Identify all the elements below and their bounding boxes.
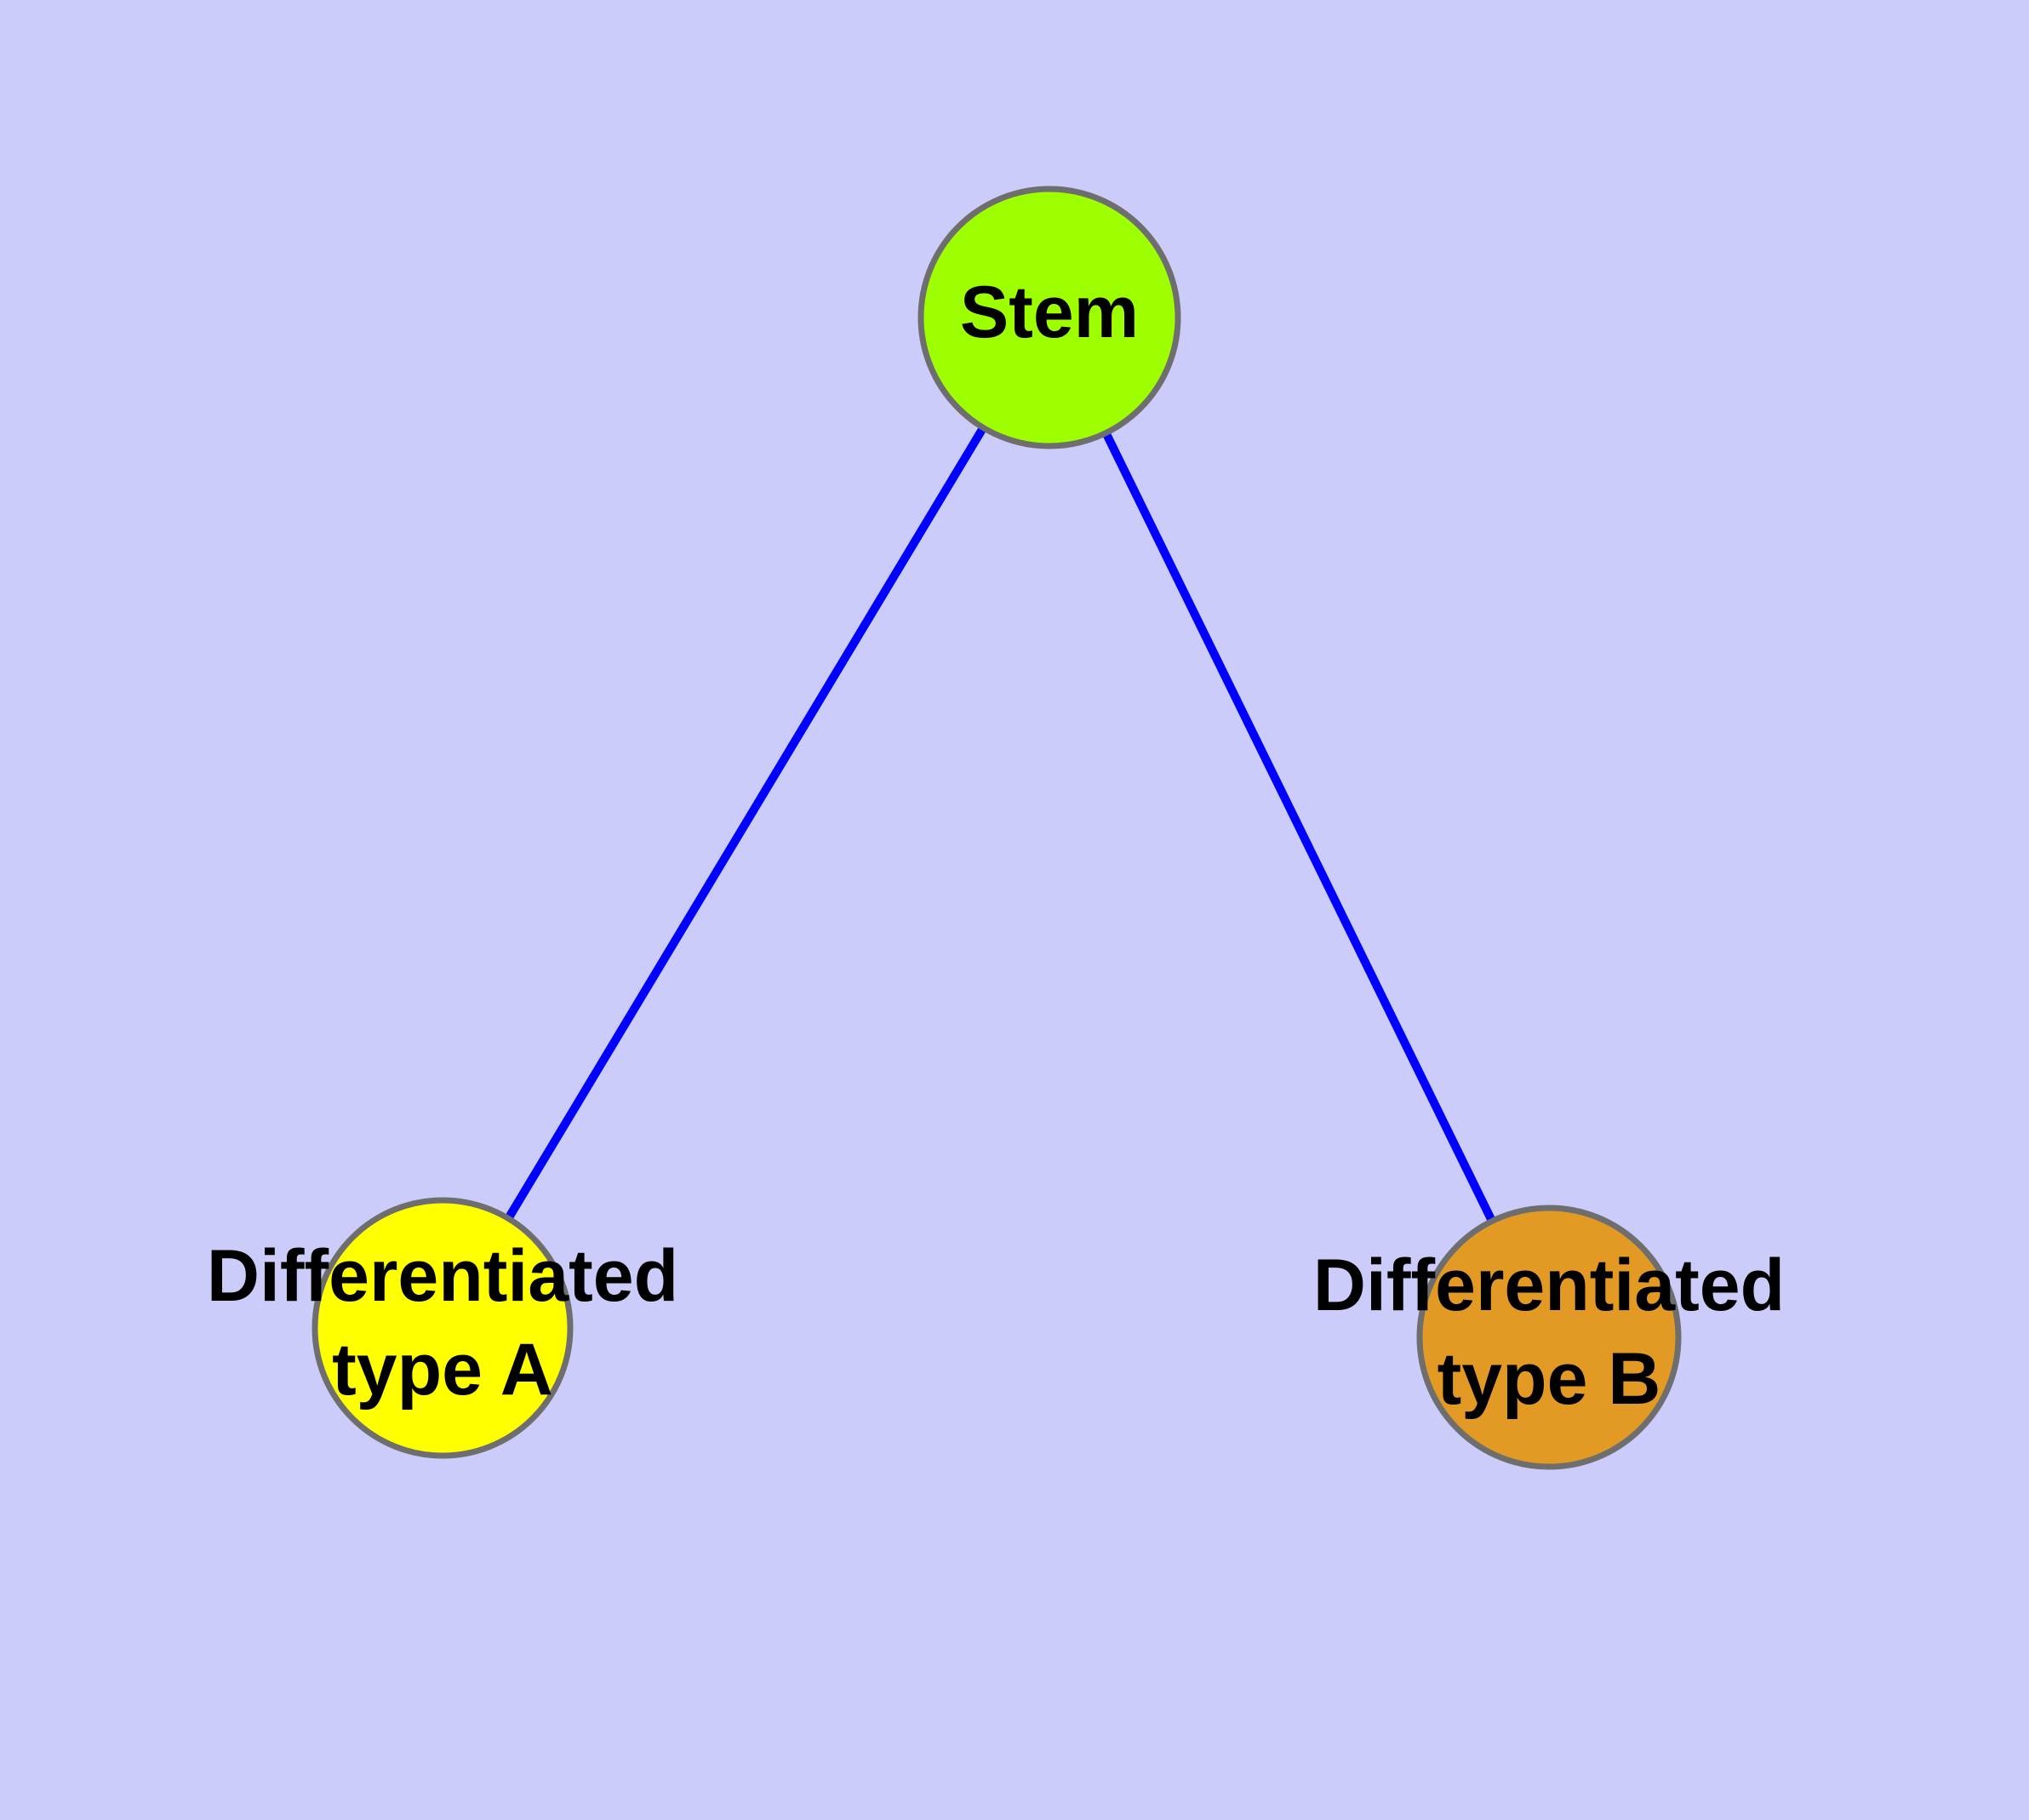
- node-label-diff-a: Differentiated type A: [207, 1235, 678, 1411]
- edge-stem-to-diff-a: [505, 426, 986, 1220]
- node-label-line: Differentiated: [1313, 1245, 1785, 1326]
- node-label-line: Stem: [960, 272, 1139, 353]
- node-label-diff-b: Differentiated type B: [1313, 1245, 1785, 1420]
- edge-stem-to-diff-b: [1102, 432, 1495, 1222]
- node-label-line: Differentiated: [207, 1235, 678, 1317]
- node-circle-diff-a[interactable]: [311, 1197, 574, 1459]
- node-label-line: type A: [332, 1329, 553, 1411]
- node-circle-diff-b[interactable]: [1416, 1205, 1682, 1470]
- node-label-stem: Stem: [960, 272, 1139, 353]
- edges-layer: [505, 426, 1495, 1222]
- nodes-layer: [311, 186, 1682, 1470]
- node-label-line: type B: [1437, 1338, 1661, 1420]
- node-circle-stem[interactable]: [917, 186, 1181, 449]
